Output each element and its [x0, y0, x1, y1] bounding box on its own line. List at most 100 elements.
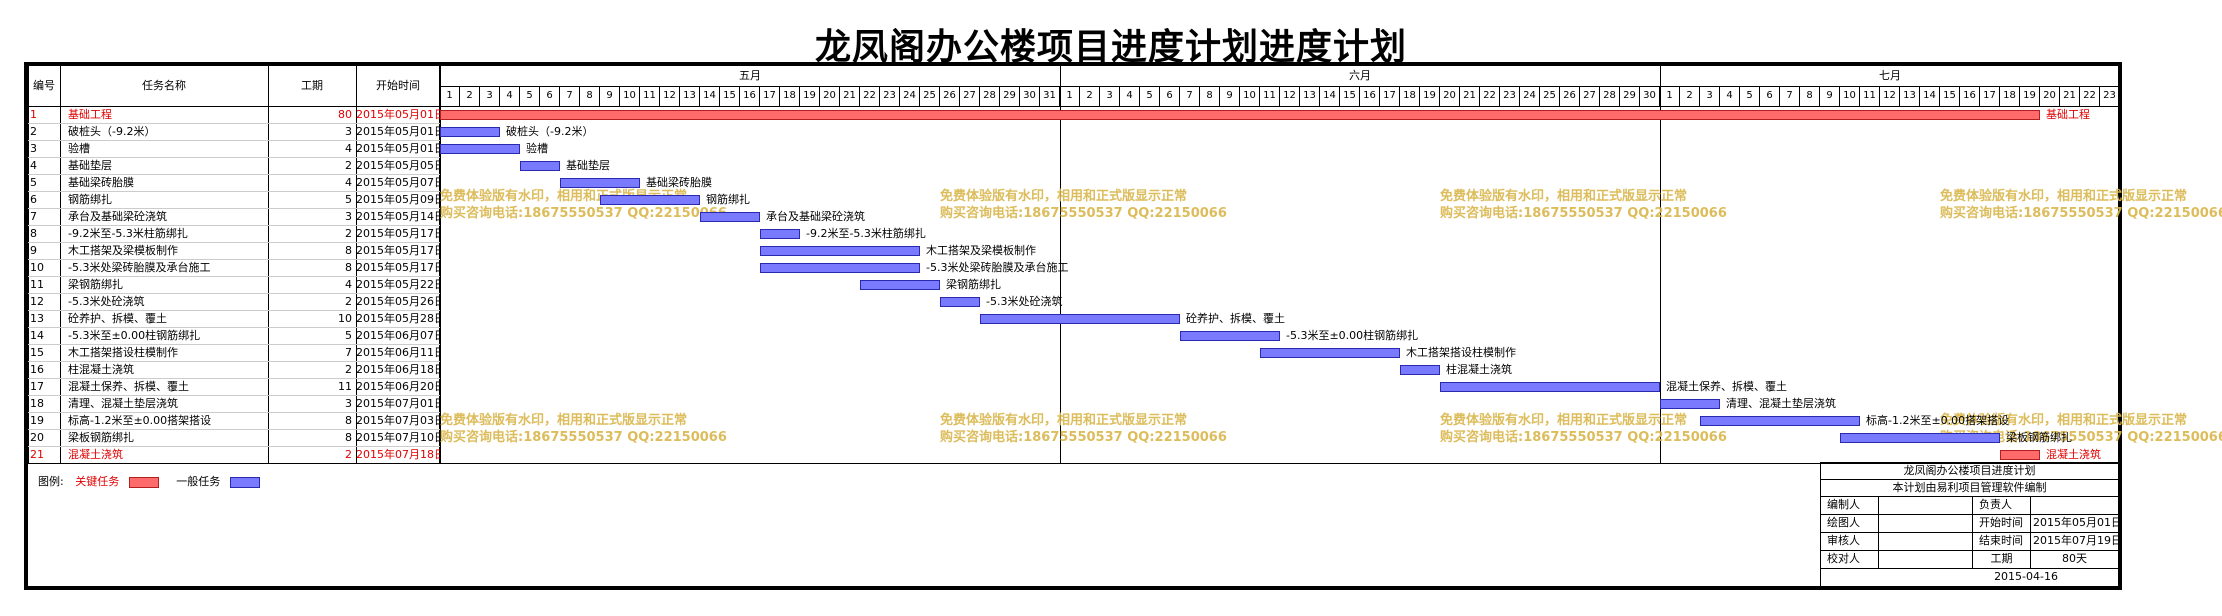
legend-normal-swatch	[229, 476, 260, 488]
task-bar-label: -9.2米至-5.3米柱筋绑扎	[806, 227, 926, 240]
task-start: 2015年06月07日	[356, 329, 440, 342]
day-label: 13	[1300, 86, 1320, 106]
day-label: 15	[720, 86, 740, 106]
watermark-line2: 购买咨询电话:18675550537 QQ:22150066	[1440, 206, 1727, 221]
task-bar-label: 柱混凝土浇筑	[1446, 363, 1512, 376]
task-start: 2015年05月01日	[356, 142, 440, 155]
day-label: 21	[1460, 86, 1480, 106]
task-name: 混凝土保养、拆模、覆土	[68, 380, 189, 393]
table-row-divider	[28, 191, 440, 192]
task-name: 基础工程	[68, 108, 112, 121]
day-label: 15	[1940, 86, 1960, 106]
day-label: 25	[920, 86, 940, 106]
day-label: 10	[1840, 86, 1860, 106]
day-label: 7	[560, 86, 580, 106]
task-id: 11	[30, 278, 44, 291]
task-duration: 8	[345, 244, 352, 257]
timeline-month-divider	[440, 86, 2120, 87]
day-label: 28	[980, 86, 1000, 106]
table-row-divider	[28, 123, 440, 124]
page-title: 龙凤阁办公楼项目进度计划进度计划	[814, 26, 1407, 68]
task-id: 6	[30, 193, 37, 206]
task-id: 7	[30, 210, 37, 223]
task-bar-label: 基础工程	[2046, 108, 2090, 121]
task-id: 2	[30, 125, 37, 138]
table-row-divider	[28, 259, 440, 260]
task-start: 2015年05月28日	[356, 312, 440, 325]
task-start: 2015年07月01日	[356, 397, 440, 410]
task-duration: 2	[345, 448, 352, 461]
task-bar	[600, 195, 700, 205]
day-label: 18	[2000, 86, 2020, 106]
duration-value: 80天	[2031, 551, 2119, 569]
task-duration: 3	[345, 210, 352, 223]
task-id: 4	[30, 159, 37, 172]
task-bar-label: 木工搭架及梁模板制作	[926, 244, 1036, 257]
table-row-divider	[28, 429, 440, 430]
task-name: 基础垫层	[68, 159, 112, 172]
day-label: 5	[1140, 86, 1160, 106]
day-label: 21	[2060, 86, 2080, 106]
task-id: 18	[30, 397, 44, 410]
day-label: 16	[1360, 86, 1380, 106]
task-bar	[440, 144, 520, 154]
task-id: 13	[30, 312, 44, 325]
owner-label: 负责人	[1973, 497, 2031, 515]
legend-normal-label: 一般任务	[176, 475, 221, 488]
day-label: 19	[800, 86, 820, 106]
drafter-value	[1879, 515, 1973, 533]
day-label: 3	[1700, 86, 1720, 106]
table-col-divider	[60, 66, 61, 463]
task-bar-label: 标高-1.2米至±0.00搭架搭设	[1866, 414, 2010, 427]
day-label: 16	[1960, 86, 1980, 106]
task-bar-label: 基础垫层	[566, 159, 610, 172]
end-label: 结束时间	[1973, 533, 2031, 551]
day-label: 14	[1320, 86, 1340, 106]
task-id: 15	[30, 346, 44, 359]
editor-value	[1879, 497, 1973, 515]
watermark-line1: 免费体验版有水印，相用和正式版显示正常	[1440, 413, 1688, 428]
table-row-divider	[28, 276, 440, 277]
day-label: 14	[1920, 86, 1940, 106]
watermark-line2: 购买咨询电话:18675550537 QQ:22150066	[940, 206, 1227, 221]
editor-label: 编制人	[1821, 497, 1879, 515]
task-duration: 2	[345, 295, 352, 308]
day-label: 30	[1640, 86, 1660, 106]
day-label: 1	[440, 86, 460, 106]
task-duration: 4	[345, 278, 352, 291]
day-label: 26	[940, 86, 960, 106]
day-label: 26	[1560, 86, 1580, 106]
table-row-divider	[28, 412, 440, 413]
day-label: 12	[1280, 86, 1300, 106]
task-id: 16	[30, 363, 44, 376]
task-bar	[520, 161, 560, 171]
day-label: 29	[1620, 86, 1640, 106]
task-start: 2015年05月01日	[356, 108, 440, 121]
task-bar	[700, 212, 760, 222]
task-duration: 80	[338, 108, 352, 121]
day-label: 3	[480, 86, 500, 106]
watermark-line1: 免费体验版有水印，相用和正式版显示正常	[940, 189, 1188, 204]
task-id: 21	[30, 448, 44, 461]
task-start: 2015年05月14日	[356, 210, 440, 223]
task-start: 2015年05月09日	[356, 193, 440, 206]
day-label: 31	[1040, 86, 1060, 106]
footer-title: 龙凤阁办公楼项目进度计划	[1821, 463, 2119, 480]
month-separator	[1660, 66, 1661, 463]
day-label: 23	[880, 86, 900, 106]
month-label: 五月	[739, 69, 761, 82]
day-label: 21	[840, 86, 860, 106]
task-bar	[760, 263, 920, 273]
task-duration: 8	[345, 261, 352, 274]
table-row-divider	[28, 225, 440, 226]
day-label: 4	[1720, 86, 1740, 106]
task-bar	[1660, 399, 1720, 409]
task-bar-label: -5.3米至±0.00柱钢筋绑扎	[1286, 329, 1419, 342]
day-label: 11	[1860, 86, 1880, 106]
chart-left-border	[440, 66, 441, 463]
table-row-divider	[28, 242, 440, 243]
legend-critical-label: 关键任务	[75, 475, 120, 488]
day-label: 2	[1680, 86, 1700, 106]
day-label: 24	[900, 86, 920, 106]
